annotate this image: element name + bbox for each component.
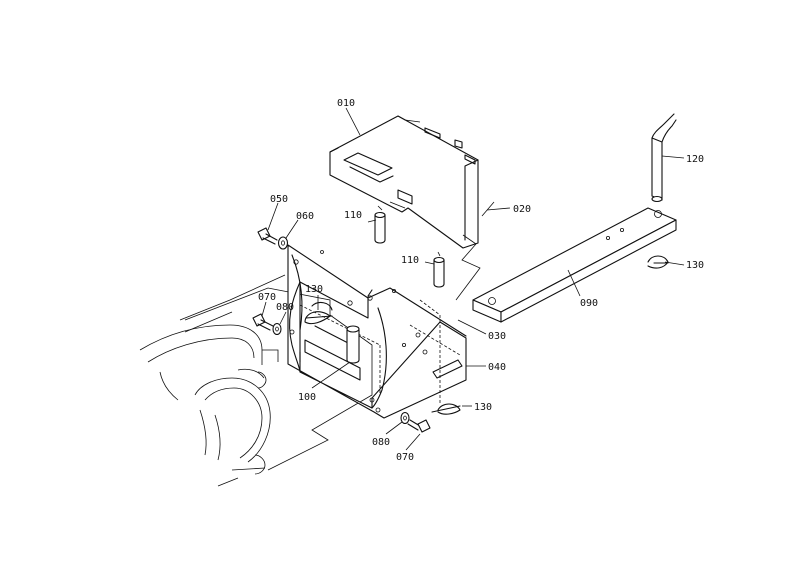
mounting-boundary-line (184, 287, 373, 471)
label-130-left: 130 (305, 284, 323, 295)
label-080-upper: 080 (276, 302, 294, 313)
cover-part-010 (329, 115, 479, 249)
washer-part-080-lower (400, 411, 410, 425)
label-120: 120 (686, 154, 704, 165)
label-060: 060 (296, 211, 314, 222)
part-labels: 010 020 030 040 050 060 070 080 090 100 … (258, 98, 704, 463)
washer-part-060 (277, 236, 289, 250)
label-080-lower: 080 (372, 437, 390, 448)
clip-part-130-left (304, 301, 333, 325)
clip-part-130-right (647, 255, 669, 269)
pin-part-110-upper (374, 205, 386, 244)
label-090: 090 (580, 298, 598, 309)
bolt-part-070-lower (407, 419, 431, 433)
label-030: 030 (488, 331, 506, 342)
lever-part-120 (651, 113, 677, 203)
label-040: 040 (488, 362, 506, 373)
label-110-lower: 110 (401, 255, 419, 266)
tractor-frame-outline (139, 274, 286, 487)
bracket-part-040 (287, 244, 467, 419)
label-110-upper: 110 (344, 210, 362, 221)
label-130-lower: 130 (474, 402, 492, 413)
drawbar-part-090 (472, 207, 677, 323)
leader-lines (261, 107, 685, 451)
label-100: 100 (298, 392, 316, 403)
label-070-lower: 070 (396, 452, 414, 463)
label-130-right: 130 (686, 260, 704, 271)
washer-part-080-upper (272, 322, 282, 336)
label-020: 020 (513, 204, 531, 215)
pin-part-100 (346, 325, 360, 364)
bolt-part-070-upper (252, 313, 274, 331)
cover-link-line (455, 234, 481, 301)
label-070-upper: 070 (258, 292, 276, 303)
label-050: 050 (270, 194, 288, 205)
label-010: 010 (337, 98, 355, 109)
clip-part-130-lower (431, 403, 461, 415)
pin-part-110-lower (433, 251, 445, 288)
bolt-part-050 (257, 227, 278, 245)
